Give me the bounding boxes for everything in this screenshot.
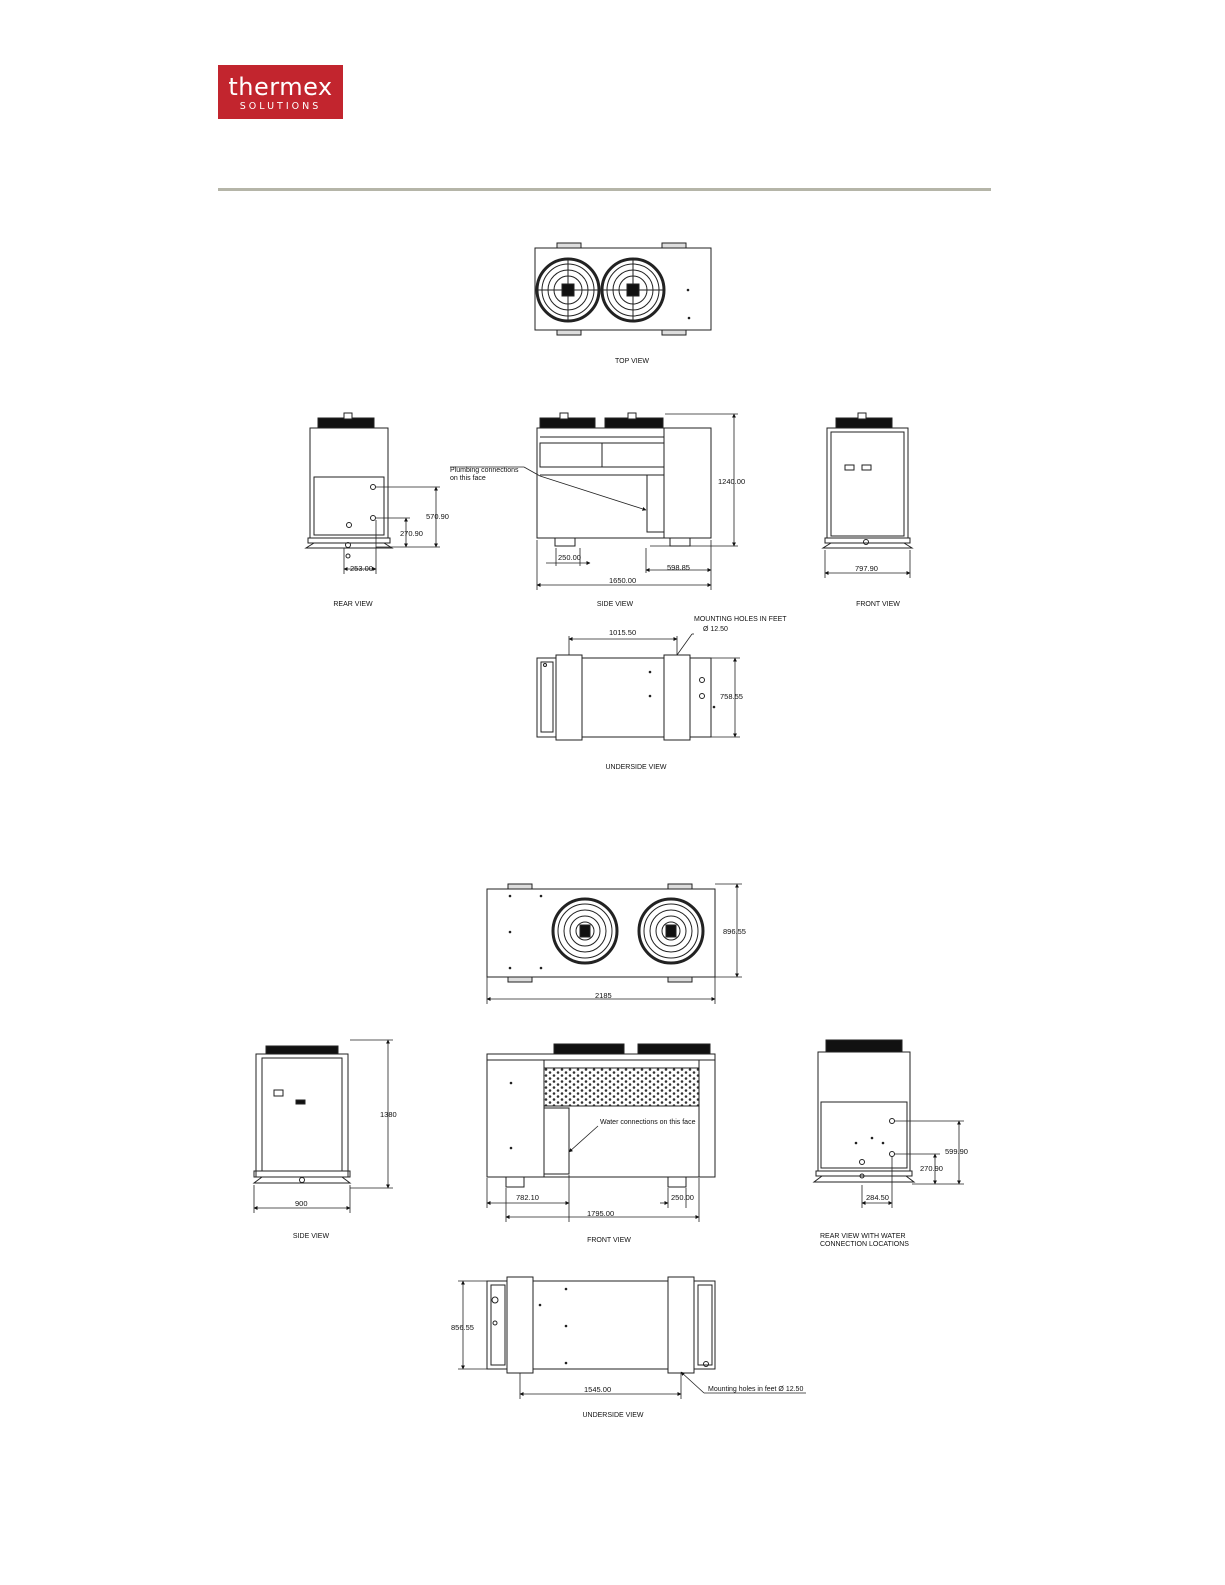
d1-dim-1240: 1240.00	[718, 477, 745, 486]
d1-dim-1650: 1650.00	[609, 576, 636, 585]
d2-rear-view-caption-2: CONNECTION LOCATIONS	[820, 1241, 909, 1248]
d1-dim-253: 253.00	[350, 564, 373, 573]
d1-top-view	[534, 242, 712, 336]
d2-dim-270: 270.90	[920, 1164, 943, 1173]
thermex-logo: thermex SOLUTIONS	[218, 65, 343, 119]
d2-underside-view-caption: UNDERSIDE VIEW	[582, 1412, 643, 1419]
d2-dim-1545: 1545.00	[584, 1385, 611, 1394]
d2-dim-284: 284.50	[866, 1193, 889, 1202]
d2-dim-2185: 2185	[595, 991, 612, 1000]
d1-front-view	[821, 412, 914, 549]
d2-dim-896: 896.55	[723, 927, 746, 936]
d2-underside-view	[486, 1276, 716, 1374]
d2-water-note: Water connections on this face	[600, 1119, 696, 1126]
d2-front-view	[486, 1043, 716, 1188]
d2-side-view	[252, 1045, 352, 1184]
d2-top-view	[486, 883, 716, 983]
d1-dim-250: 250.00	[558, 553, 581, 562]
d1-dim-797: 797.90	[855, 564, 878, 573]
d1-rear-view	[304, 412, 394, 559]
d1-dim-758: 758.55	[720, 692, 743, 701]
d1-fan-2	[600, 257, 666, 323]
d1-dim-1015: 1015.50	[609, 628, 636, 637]
d1-dim-598: 598.85	[667, 563, 690, 572]
d1-side-view	[536, 412, 712, 547]
logo-subtitle: SOLUTIONS	[239, 101, 322, 112]
d2-dim-250: 250.00	[671, 1193, 694, 1202]
dimension-lines	[253, 413, 964, 1399]
logo-wordmark: thermex	[228, 73, 333, 101]
d1-mounting-note-1: MOUNTING HOLES IN FEET	[694, 616, 787, 623]
d1-underside-view	[536, 654, 716, 741]
d2-dim-900: 900	[295, 1199, 308, 1208]
d2-fan-2	[637, 897, 705, 965]
d1-dim-270: 270.90	[400, 529, 423, 538]
d2-dim-782: 782.10	[516, 1193, 539, 1202]
d1-dim-570: 570.90	[426, 512, 449, 521]
d2-dim-1380: 1380	[380, 1110, 397, 1119]
d2-dim-599: 599.90	[945, 1147, 968, 1156]
d1-plumbing-note-1: Plumbing connections	[450, 467, 519, 474]
d1-fan-1	[535, 257, 601, 323]
d1-side-view-caption: SIDE VIEW	[597, 601, 634, 608]
drawing-labels: TOP VIEW REAR VIEW SIDE VIEW FRONT VIEW …	[293, 358, 968, 1419]
d1-rear-view-caption: REAR VIEW	[333, 601, 373, 608]
d2-fan-1	[551, 897, 619, 965]
d1-mounting-note-2: Ø 12.50	[703, 626, 728, 633]
d2-mounting-note: Mounting holes in feet Ø 12.50	[708, 1386, 803, 1393]
d2-side-view-caption: SIDE VIEW	[293, 1233, 330, 1240]
d1-front-view-caption: FRONT VIEW	[856, 601, 900, 608]
d2-dim-856: 856.55	[451, 1323, 474, 1332]
d2-front-view-caption: FRONT VIEW	[587, 1237, 631, 1244]
d1-underside-view-caption: UNDERSIDE VIEW	[605, 764, 666, 771]
d1-plumbing-note-2: on this face	[450, 475, 486, 482]
header-rule	[218, 188, 991, 191]
d2-rear-view-caption-1: REAR VIEW WITH WATER	[820, 1233, 906, 1240]
d2-dim-1795: 1795.00	[587, 1209, 614, 1218]
d1-top-view-caption: TOP VIEW	[615, 358, 649, 365]
d2-rear-view	[812, 1039, 916, 1183]
